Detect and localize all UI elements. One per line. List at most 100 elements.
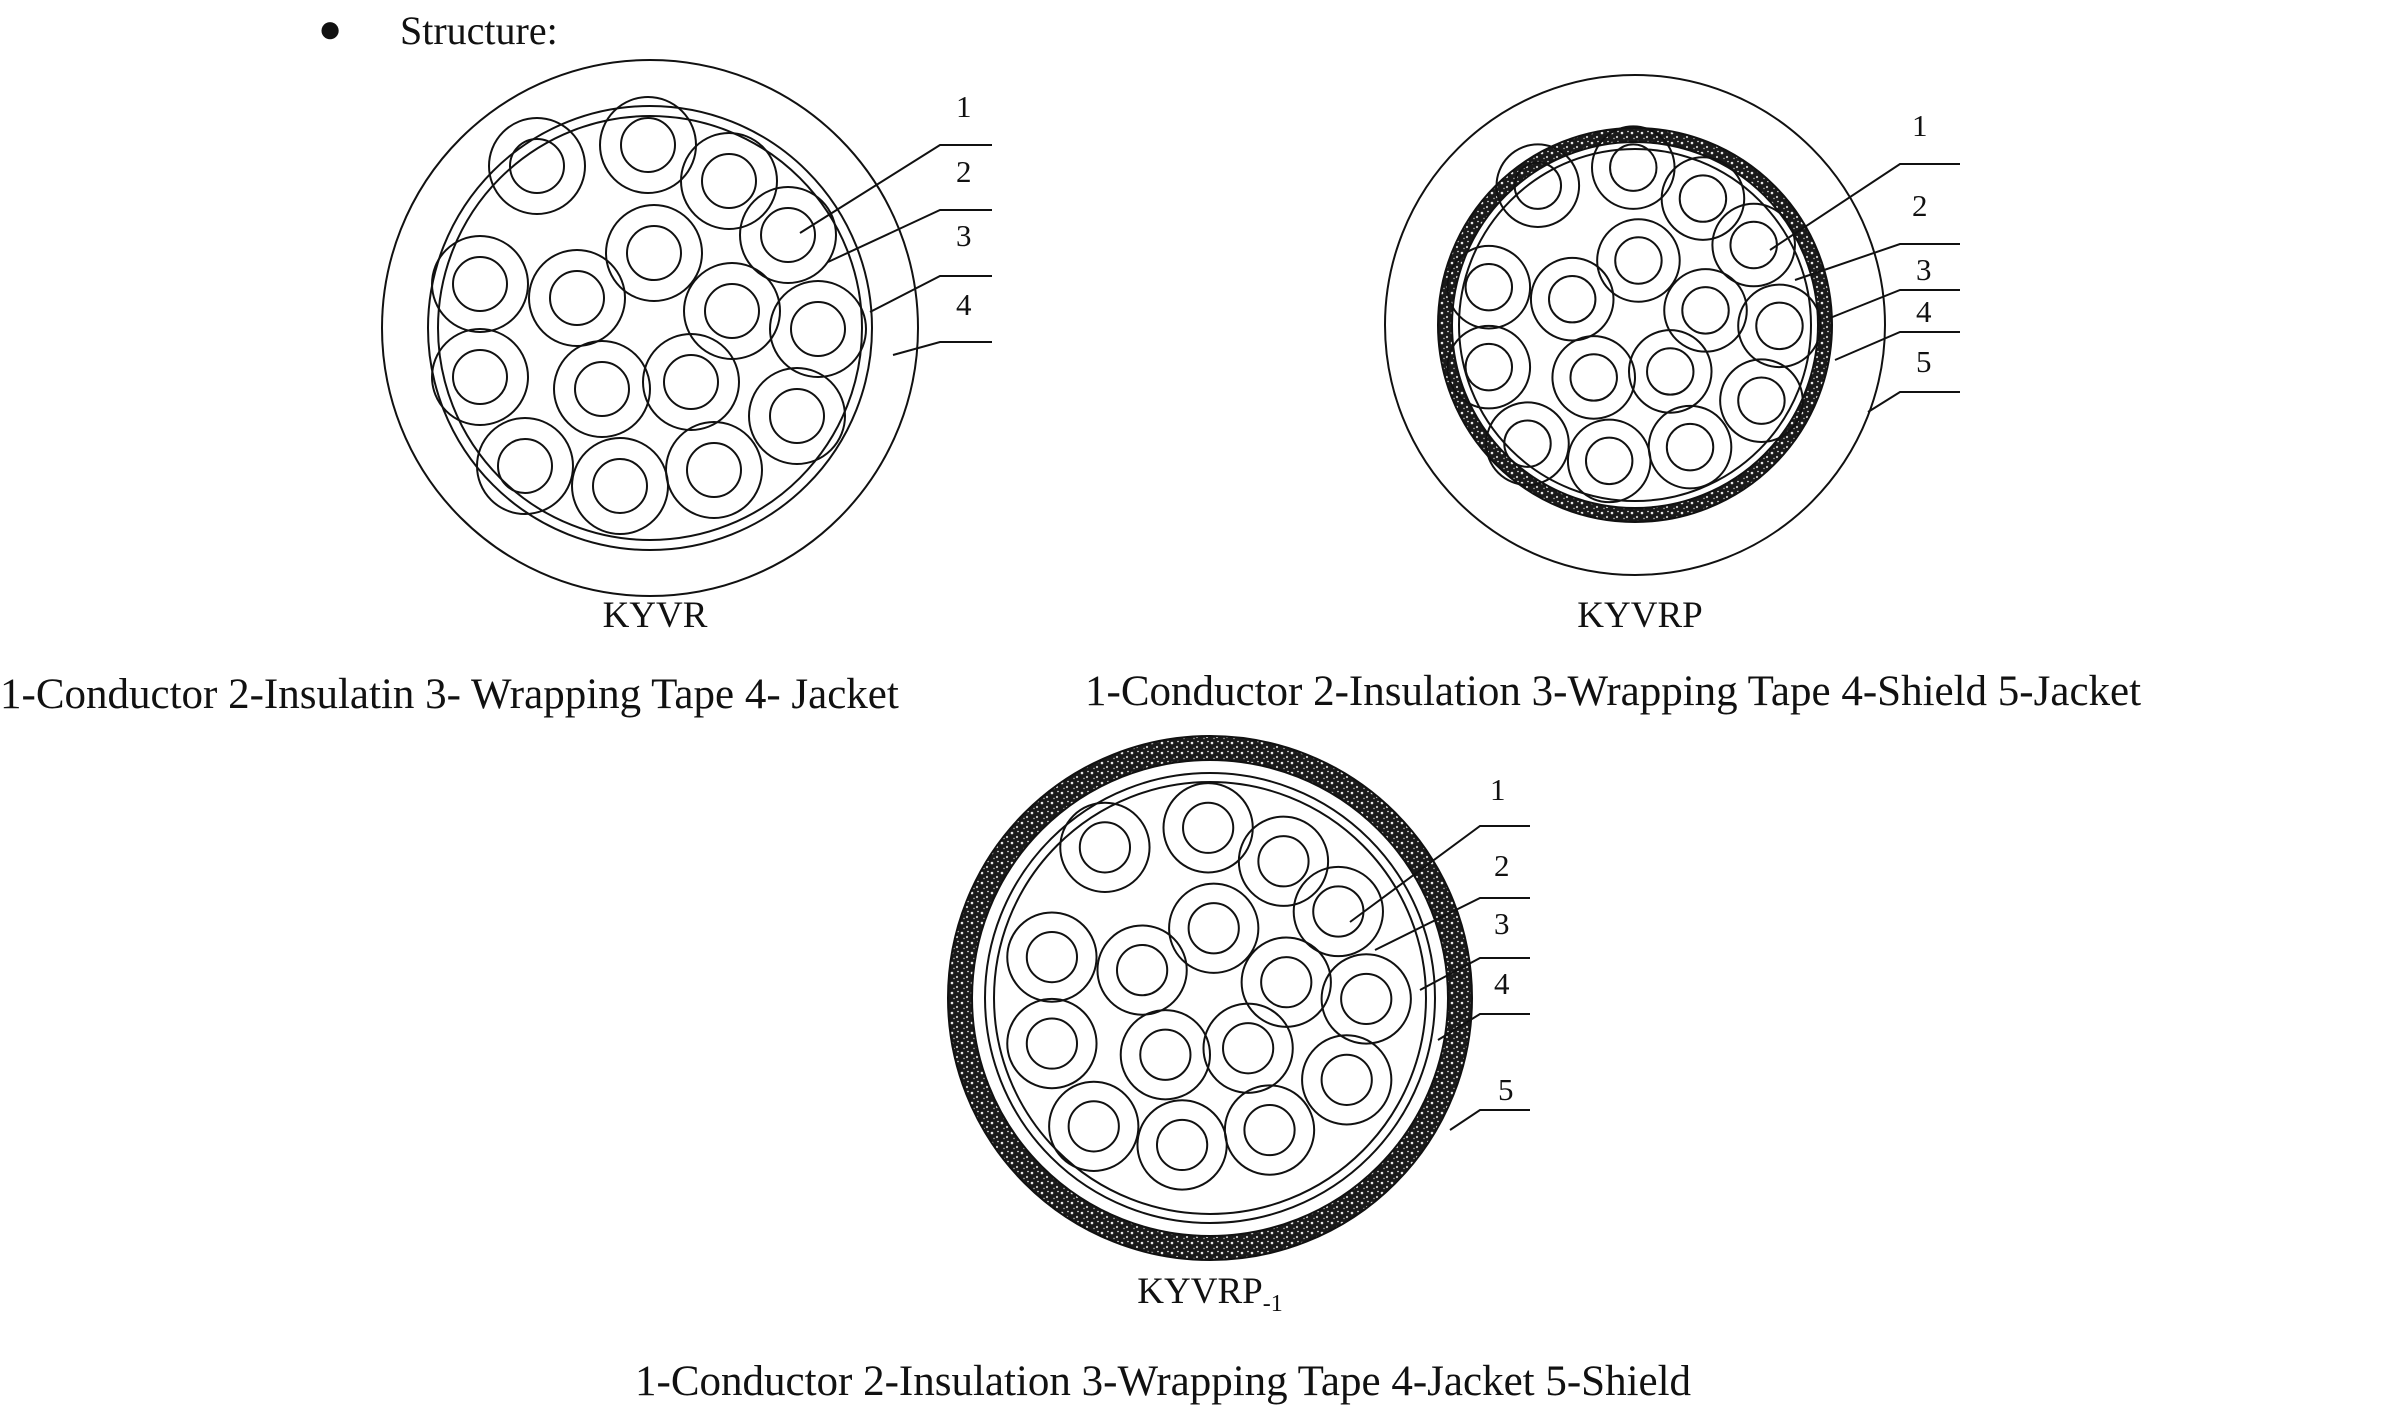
kyvr-leaders: [799, 144, 992, 356]
kyvr-cable: [381, 59, 919, 597]
kyvr-model-label: KYVR: [603, 595, 708, 636]
kyvr-core-insulation: [665, 421, 763, 519]
kyvrp-callout-1: 1: [1912, 108, 1928, 143]
kyvr-core-conductor: [704, 283, 760, 339]
kyvrp-core-insulation: [1627, 329, 1713, 414]
kyvrp1-core-bundle: [993, 781, 1427, 1215]
kyvr-core-insulation: [683, 262, 781, 360]
kyvrp-core-conductor: [1665, 422, 1715, 472]
kyvrp-core-conductor: [1614, 236, 1663, 285]
kyvrp1-callout-3: 3: [1494, 906, 1510, 941]
kyvrp1-core-conductor: [1320, 1053, 1373, 1106]
kyvrp1-core-insulation: [1202, 1002, 1294, 1094]
section-heading: Structure:: [400, 8, 558, 53]
kyvrp-core-insulation: [1485, 401, 1570, 486]
kyvrp1-core-insulation: [1301, 1034, 1393, 1126]
kyvrp-core-conductor: [1464, 342, 1514, 392]
kyvr-core-insulation: [748, 367, 846, 465]
kyvrp1-core-conductor: [1155, 1118, 1209, 1172]
kyvr-callout-2: 2: [956, 154, 972, 189]
kyvrp1-model-subscript: -1: [1263, 1291, 1283, 1317]
kyvrp-core-conductor: [1678, 174, 1728, 223]
kyvr-core-insulation: [605, 204, 703, 302]
kyvrp1-core-insulation: [1292, 865, 1384, 958]
kyvrp1-core-conductor: [1067, 1100, 1120, 1153]
kyvrp1-leader-line: [1349, 825, 1530, 923]
kyvrp1-core-conductor: [1260, 956, 1313, 1009]
kyvr-core-conductor: [592, 458, 648, 514]
kyvr-core-insulation: [642, 333, 740, 431]
kyvrp-core-conductor: [1737, 376, 1786, 425]
kyvrp1-core-conductor: [1139, 1028, 1192, 1081]
kyvrp-core-conductor: [1609, 143, 1658, 192]
kyvr-core-insulation: [680, 132, 778, 230]
kyvrp-core-insulation: [1446, 244, 1532, 330]
kyvr-core-conductor: [626, 225, 682, 281]
kyvrp-core-insulation: [1647, 404, 1733, 490]
kyvr-core-conductor: [769, 388, 825, 444]
kyvrp1-leader-line: [1449, 1109, 1530, 1131]
kyvrp-core-bundle: [1458, 148, 1812, 502]
kyvr-leader-line: [892, 341, 992, 356]
kyvrp1-core-insulation: [1006, 997, 1098, 1090]
kyvrp-core-insulation: [1711, 202, 1796, 288]
kyvrp1-core-insulation: [1168, 882, 1260, 974]
kyvrp1-core-conductor: [1187, 902, 1240, 955]
kyvrp1-core-conductor: [1243, 1103, 1296, 1157]
kyvr-leader-line: [799, 144, 992, 234]
kyvr-core-conductor: [790, 301, 846, 357]
kyvr-callout-1: 1: [956, 89, 972, 124]
kyvrp1-core-conductor: [1182, 801, 1235, 854]
kyvrp1-cable: [947, 735, 1473, 1261]
kyvr-core-conductor: [497, 438, 553, 494]
kyvrp1-core-insulation: [1119, 1009, 1211, 1101]
kyvrp1-core-conductor: [1078, 821, 1132, 874]
kyvrp-leader-line: [1794, 243, 1960, 281]
kyvrp1-core-conductor: [1340, 972, 1393, 1026]
kyvrp-legend: 1-Conductor 2-Insulation 3-Wrapping Tape…: [1085, 668, 2141, 715]
kyvr-core-insulation: [769, 280, 867, 378]
kyvrp1-leaders: [1349, 825, 1530, 1131]
kyvr-core-insulation: [476, 417, 574, 515]
kyvr-leader-line: [869, 275, 992, 313]
kyvr-jacket-outer: [381, 59, 919, 597]
kyvrp-cable: [1384, 74, 1886, 576]
kyvrp1-core-conductor: [1222, 1022, 1275, 1075]
kyvrp-core-insulation: [1737, 283, 1822, 369]
kyvr-core-insulation: [739, 186, 837, 284]
kyvrp-core-conductor: [1755, 301, 1804, 351]
kyvrp1-core-insulation: [1006, 911, 1098, 1003]
kyvrp1-core-conductor: [1257, 835, 1310, 888]
kyvrp-core-insulation: [1660, 156, 1746, 241]
diagram-kyvrp1: 1 2 3 4 5 KYVRP-1 1-Conductor 2-Insulati…: [635, 735, 1691, 1405]
kyvrp1-core-insulation: [1240, 936, 1332, 1028]
kyvr-core-insulation: [431, 235, 529, 333]
kyvr-core-conductor: [509, 138, 565, 194]
kyvrp1-leader-line: [1437, 1013, 1530, 1041]
kyvr-core-insulation: [528, 249, 626, 347]
kyvrp-core-conductor: [1513, 161, 1563, 210]
kyvr-legend: 1-Conductor 2-Insulatin 3- Wrapping Tape…: [0, 671, 899, 718]
kyvrp1-core-conductor: [1025, 930, 1079, 984]
diagram-kyvrp: 1 2 3 4 5 KYVRP 1-Conductor 2-Insulation…: [1085, 74, 2141, 715]
kyvrp-leader-line: [1829, 289, 1960, 319]
kyvrp1-callout-4: 4: [1494, 966, 1510, 1001]
kyvr-core-conductor: [701, 153, 757, 209]
kyvrp-core-insulation: [1446, 324, 1532, 410]
kyvr-core-conductor: [452, 349, 508, 405]
kyvrp-core-conductor: [1464, 262, 1514, 312]
kyvrp1-core-insulation: [1096, 924, 1188, 1016]
kyvrp-core-insulation: [1529, 256, 1615, 342]
kyvrp1-callout-5: 5: [1498, 1072, 1514, 1107]
kyvrp1-core-insulation: [1237, 815, 1330, 907]
kyvrp-model-label: KYVRP: [1577, 595, 1702, 636]
kyvr-leader-line: [827, 209, 992, 263]
kyvrp1-legend: 1-Conductor 2-Insulation 3-Wrapping Tape…: [635, 1358, 1691, 1405]
kyvrp-leader-line: [1834, 331, 1960, 361]
kyvrp-core-conductor: [1569, 353, 1618, 402]
kyvrp1-core-conductor: [1116, 943, 1169, 997]
kyvrp-leader-line: [1867, 391, 1960, 413]
kyvrp-core-insulation: [1495, 143, 1581, 228]
kyvrp-jacket-outer: [1384, 74, 1886, 576]
kyvrp1-core-insulation: [1048, 1080, 1140, 1172]
